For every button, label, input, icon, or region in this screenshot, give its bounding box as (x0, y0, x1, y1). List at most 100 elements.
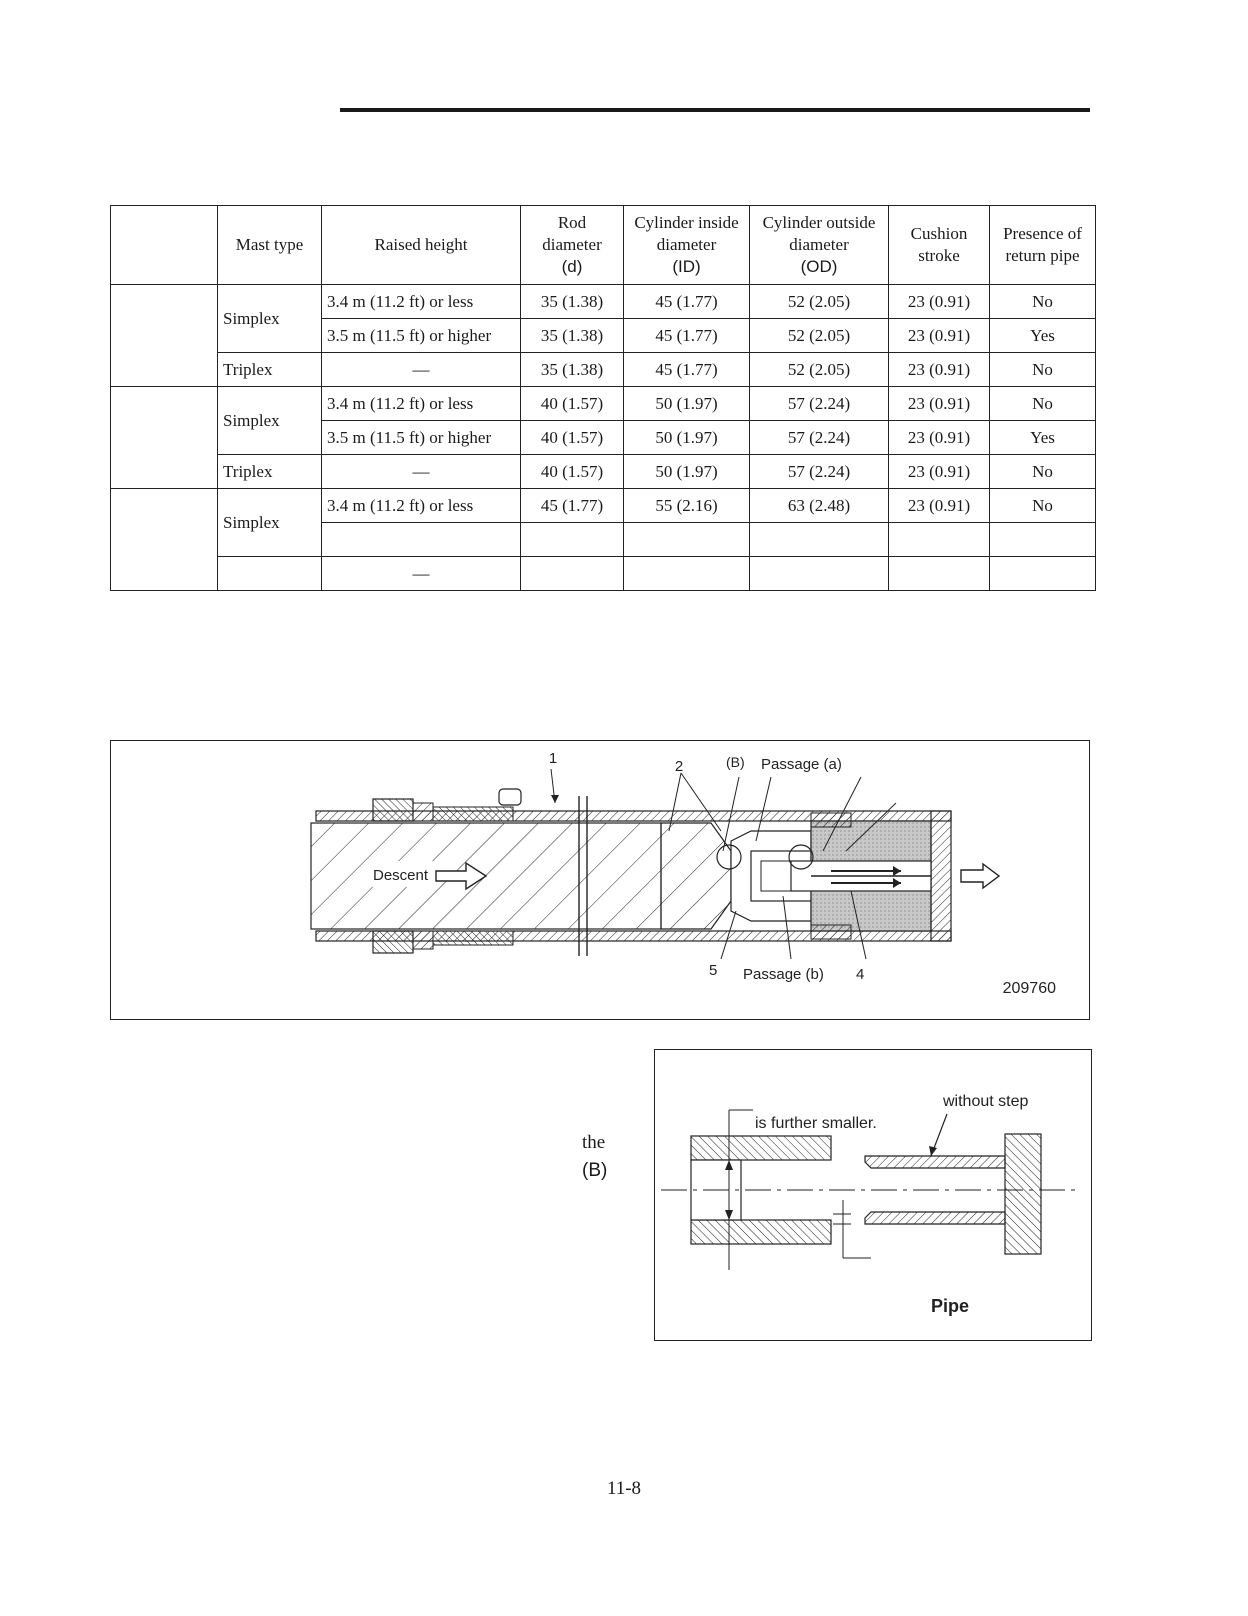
cushion-stroke-cell (888, 556, 990, 591)
raised-height-cell: — (321, 352, 521, 387)
group-cell (110, 386, 218, 489)
return-pipe-cell (989, 556, 1096, 591)
cushion-stroke-cell: 23 (0.91) (888, 284, 990, 319)
return-pipe-cell: No (989, 284, 1096, 319)
raised-height-cell: 3.4 m (11.2 ft) or less (321, 386, 521, 421)
cushion-stroke-cell: 23 (0.91) (888, 420, 990, 455)
rod-diameter-cell: 45 (1.77) (520, 488, 624, 523)
table-row (111, 522, 1096, 557)
without-step-label: without step (942, 1093, 1028, 1110)
rod-diameter-cell: 40 (1.57) (520, 420, 624, 455)
callout-passage-a: Passage (a) (761, 756, 842, 773)
rod-diameter-cell: 40 (1.57) (520, 454, 624, 489)
mast-type-cell: Simplex (217, 488, 322, 557)
callout-passage-b: Passage (b) (743, 966, 824, 983)
outside-diameter-cell: 52 (2.05) (749, 352, 889, 387)
cushion-stroke-cell: 23 (0.91) (888, 488, 990, 523)
cushion-stroke-cell: 23 (0.91) (888, 318, 990, 353)
return-pipe-cell: No (989, 488, 1096, 523)
rod-diameter-cell: 35 (1.38) (520, 318, 624, 353)
table-row: 3.5 m (11.5 ft) or higher 40 (1.57) 50 (… (111, 420, 1096, 455)
return-pipe-cell: No (989, 454, 1096, 489)
callout-4: 4 (856, 966, 864, 983)
outside-diameter-cell: 63 (2.48) (749, 488, 889, 523)
table-row: 3.5 m (11.5 ft) or higher 35 (1.38) 45 (… (111, 318, 1096, 353)
callout-2: 2 (675, 758, 683, 775)
outside-diameter-cell (749, 556, 889, 591)
group-cell (110, 488, 218, 591)
inside-diameter-cell: 50 (1.97) (623, 454, 750, 489)
header-blank (110, 205, 218, 285)
mast-type-cell: Triplex (217, 352, 322, 387)
descent-label: Descent (373, 867, 429, 884)
inside-diameter-cell: 50 (1.97) (623, 420, 750, 455)
text-fragment-b: (B) (582, 1160, 608, 1181)
rod-diameter-cell (520, 556, 624, 591)
inside-diameter-cell (623, 522, 750, 557)
callout-b: (B) (726, 754, 745, 770)
group-cell (110, 284, 218, 387)
inside-diameter-cell: 45 (1.77) (623, 352, 750, 387)
inside-diameter-cell: 45 (1.77) (623, 318, 750, 353)
table-row: Simplex 3.4 m (11.2 ft) or less 45 (1.77… (110, 488, 1096, 591)
mast-type-cell: Simplex (217, 386, 322, 455)
pipe-step-drawing: without step is further smaller. Pipe (661, 1093, 1075, 1316)
table-row: Simplex 3.4 m (11.2 ft) or less 35 (1.38… (110, 284, 1096, 387)
raised-height-cell: 3.5 m (11.5 ft) or higher (321, 420, 521, 455)
rod-diameter-cell: 40 (1.57) (520, 386, 624, 421)
rod-diameter-cell: 35 (1.38) (520, 352, 624, 387)
cushion-stroke-cell: 23 (0.91) (888, 386, 990, 421)
inside-diameter-cell: 50 (1.97) (623, 386, 750, 421)
header-raised-height: Raised height (321, 205, 521, 285)
figure-number: 209760 (1003, 980, 1056, 997)
return-pipe-cell: Yes (989, 318, 1096, 353)
inside-diameter-cell: 55 (2.16) (623, 488, 750, 523)
inside-diameter-cell (623, 556, 750, 591)
outside-diameter-cell: 57 (2.24) (749, 386, 889, 421)
page-number: 11-8 (606, 1478, 642, 1499)
outside-diameter-cell: 57 (2.24) (749, 420, 889, 455)
return-pipe-cell: Yes (989, 420, 1096, 455)
outside-diameter-cell: 57 (2.24) (749, 454, 889, 489)
cushion-stroke-cell: 23 (0.91) (888, 454, 990, 489)
further-smaller-label: is further smaller. (755, 1115, 877, 1132)
pipe-step-figure: without step is further smaller. Pipe (654, 1049, 1092, 1341)
raised-height-cell: — (321, 454, 521, 489)
header-rule (340, 108, 1090, 112)
mast-type-cell: Triplex (217, 454, 322, 489)
lift-cylinder-drawing: 1 2 (B) Passage (a) Descent 5 Passage (b… (310, 750, 1056, 997)
mast-type-cell (217, 556, 322, 591)
cushion-stroke-cell: 23 (0.91) (888, 352, 990, 387)
outside-diameter-cell (749, 522, 889, 557)
callout-5: 5 (709, 962, 717, 979)
raised-height-cell: — (321, 556, 521, 591)
pipe-label: Pipe (931, 1296, 969, 1316)
return-pipe-cell (989, 522, 1096, 557)
rod-diameter-cell (520, 522, 624, 557)
table-row: — (111, 556, 1096, 591)
table-row: Simplex 3.4 m (11.2 ft) or less 40 (1.57… (110, 386, 1096, 489)
lift-cylinder-section-figure: 1 2 (B) Passage (a) Descent 5 Passage (b… (110, 740, 1090, 1020)
raised-height-cell: 3.5 m (11.5 ft) or higher (321, 318, 521, 353)
return-pipe-cell: No (989, 352, 1096, 387)
return-pipe-cell: No (989, 386, 1096, 421)
table-row: Triplex — 40 (1.57) 50 (1.97) 57 (2.24) … (111, 454, 1096, 489)
callout-1: 1 (549, 750, 557, 767)
cushion-stroke-cell (888, 522, 990, 557)
raised-height-cell: 3.4 m (11.2 ft) or less (321, 488, 521, 523)
text-fragment-the: the (582, 1132, 606, 1153)
header-mast-type: Mast type (217, 205, 322, 285)
mast-type-cell: Simplex (217, 284, 322, 353)
inside-diameter-cell: 45 (1.77) (623, 284, 750, 319)
rod-diameter-cell: 35 (1.38) (520, 284, 624, 319)
raised-height-cell (321, 522, 521, 557)
outside-diameter-cell: 52 (2.05) (749, 284, 889, 319)
table-row: Triplex — 35 (1.38) 45 (1.77) 52 (2.05) … (111, 352, 1096, 387)
